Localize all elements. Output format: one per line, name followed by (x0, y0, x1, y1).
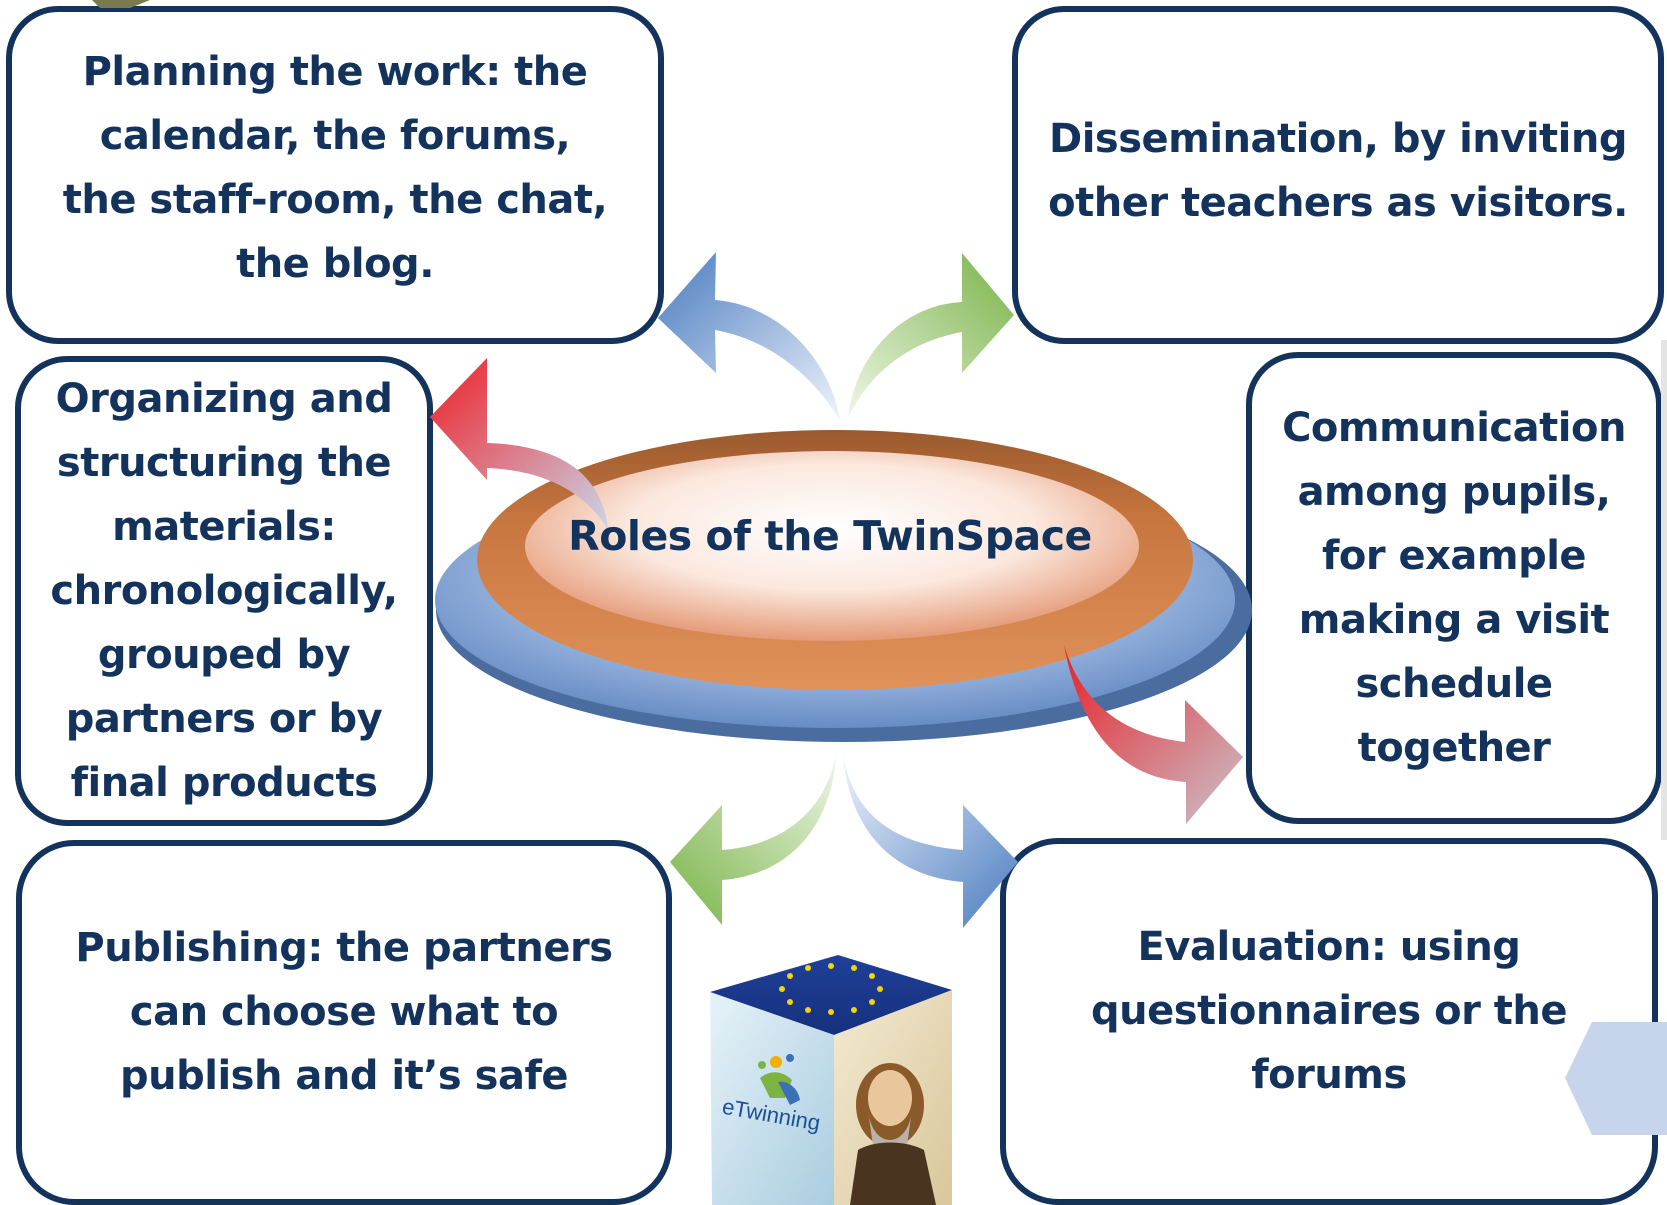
organizing-text: Organizing and structuring the materials… (50, 376, 398, 806)
center-title: Roles of the TwinSpace (568, 512, 1092, 560)
decorative-hexagon (1565, 1022, 1667, 1135)
planning-text: Planning the work: the calendar, the for… (62, 49, 608, 287)
dissemination-text: Dissemination, by inviting other teacher… (1048, 116, 1628, 226)
etwinning-logo-cube: eTwinning (710, 955, 952, 1205)
arrow-red-left (430, 358, 608, 530)
portrait-image (850, 1063, 936, 1205)
etwinning-mascot-icon (758, 1054, 800, 1105)
publishing-text: Publishing: the partners can choose what… (75, 924, 613, 1099)
organizing-box: Organizing and structuring the materials… (15, 356, 433, 826)
evaluation-box: Evaluation: using questionnaires or the … (1000, 838, 1658, 1205)
arrow-red-right (1064, 645, 1243, 824)
dissemination-box: Dissemination, by inviting other teacher… (1012, 6, 1664, 344)
decorative-top-corner (92, 0, 150, 8)
arrow-green-lower-left (670, 755, 836, 925)
eu-stars-icon (779, 963, 883, 1015)
arrow-blue-upper-left (658, 252, 840, 420)
publishing-box: Publishing: the partners can choose what… (16, 840, 672, 1205)
communication-box: Communication among pupils, for example … (1246, 352, 1662, 824)
arrow-green-upper-right (848, 253, 1014, 418)
planning-box: Planning the work: the calendar, the for… (6, 6, 664, 344)
arrow-blue-lower-right (843, 755, 1018, 928)
disk-inner (525, 451, 1139, 641)
decorative-right-edge (1661, 340, 1667, 840)
communication-text: Communication among pupils, for example … (1282, 405, 1626, 771)
evaluation-text: Evaluation: using questionnaires or the … (1091, 923, 1567, 1098)
